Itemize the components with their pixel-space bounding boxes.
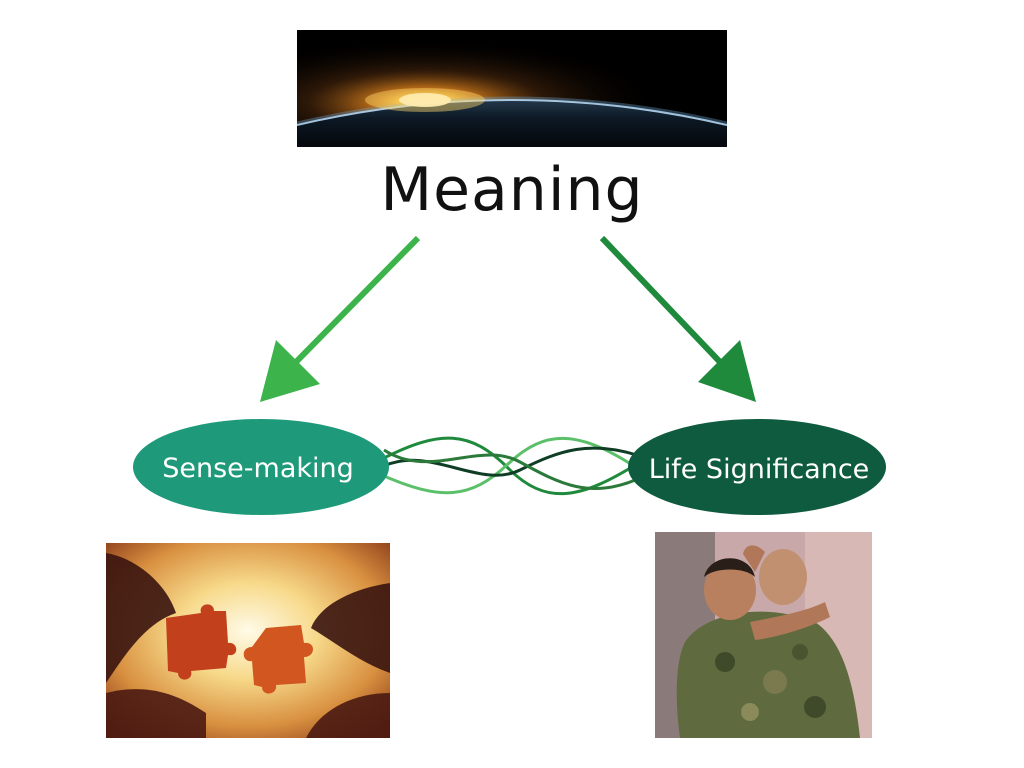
- diagram-title: Meaning: [380, 155, 644, 225]
- life-significance-label: Life Significance: [649, 454, 870, 485]
- soldiers-embracing-image: [655, 532, 872, 738]
- sense-making-node: Sense-making: [133, 419, 389, 515]
- puzzle-graphic: [106, 543, 390, 738]
- puzzle-pieces-image: [106, 543, 390, 738]
- sense-making-label: Sense-making: [162, 453, 354, 484]
- arrow-to-sense-making: [260, 235, 421, 402]
- life-significance-node: Life Significance: [628, 419, 886, 515]
- interweaving-connectors: [383, 436, 641, 496]
- earth-horizon-image: [297, 30, 727, 147]
- earth-horizon-graphic: [297, 30, 727, 147]
- hug-graphic: [655, 532, 872, 738]
- arrow-to-life-significance: [599, 235, 756, 402]
